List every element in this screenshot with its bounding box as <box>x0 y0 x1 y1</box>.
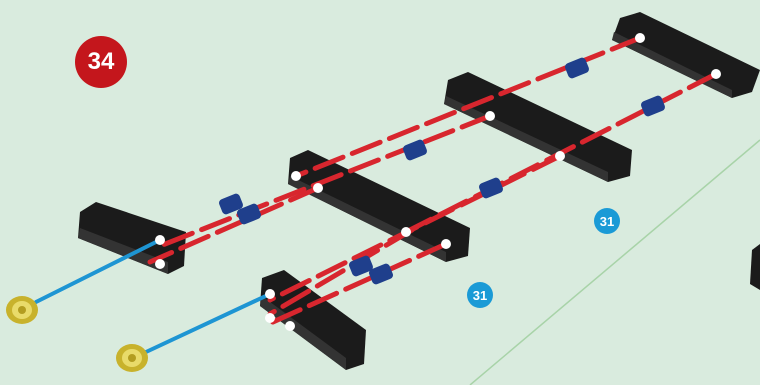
beam-partial-icon <box>750 244 760 290</box>
beam-back-icon <box>612 12 760 98</box>
axle-red-group <box>150 38 716 326</box>
peg-holes <box>155 33 721 331</box>
axle-blue-2 <box>146 294 270 352</box>
step-number-badge: 34 <box>75 36 127 88</box>
wheel-cap-1-icon <box>6 296 38 324</box>
reference-badge: 31 <box>467 282 493 308</box>
beam-left-icon <box>78 202 186 274</box>
connector-icon <box>640 94 666 117</box>
axle-blue-1 <box>36 240 160 302</box>
reference-badge: 31 <box>594 208 620 234</box>
wheel-cap-2-icon <box>116 344 148 372</box>
